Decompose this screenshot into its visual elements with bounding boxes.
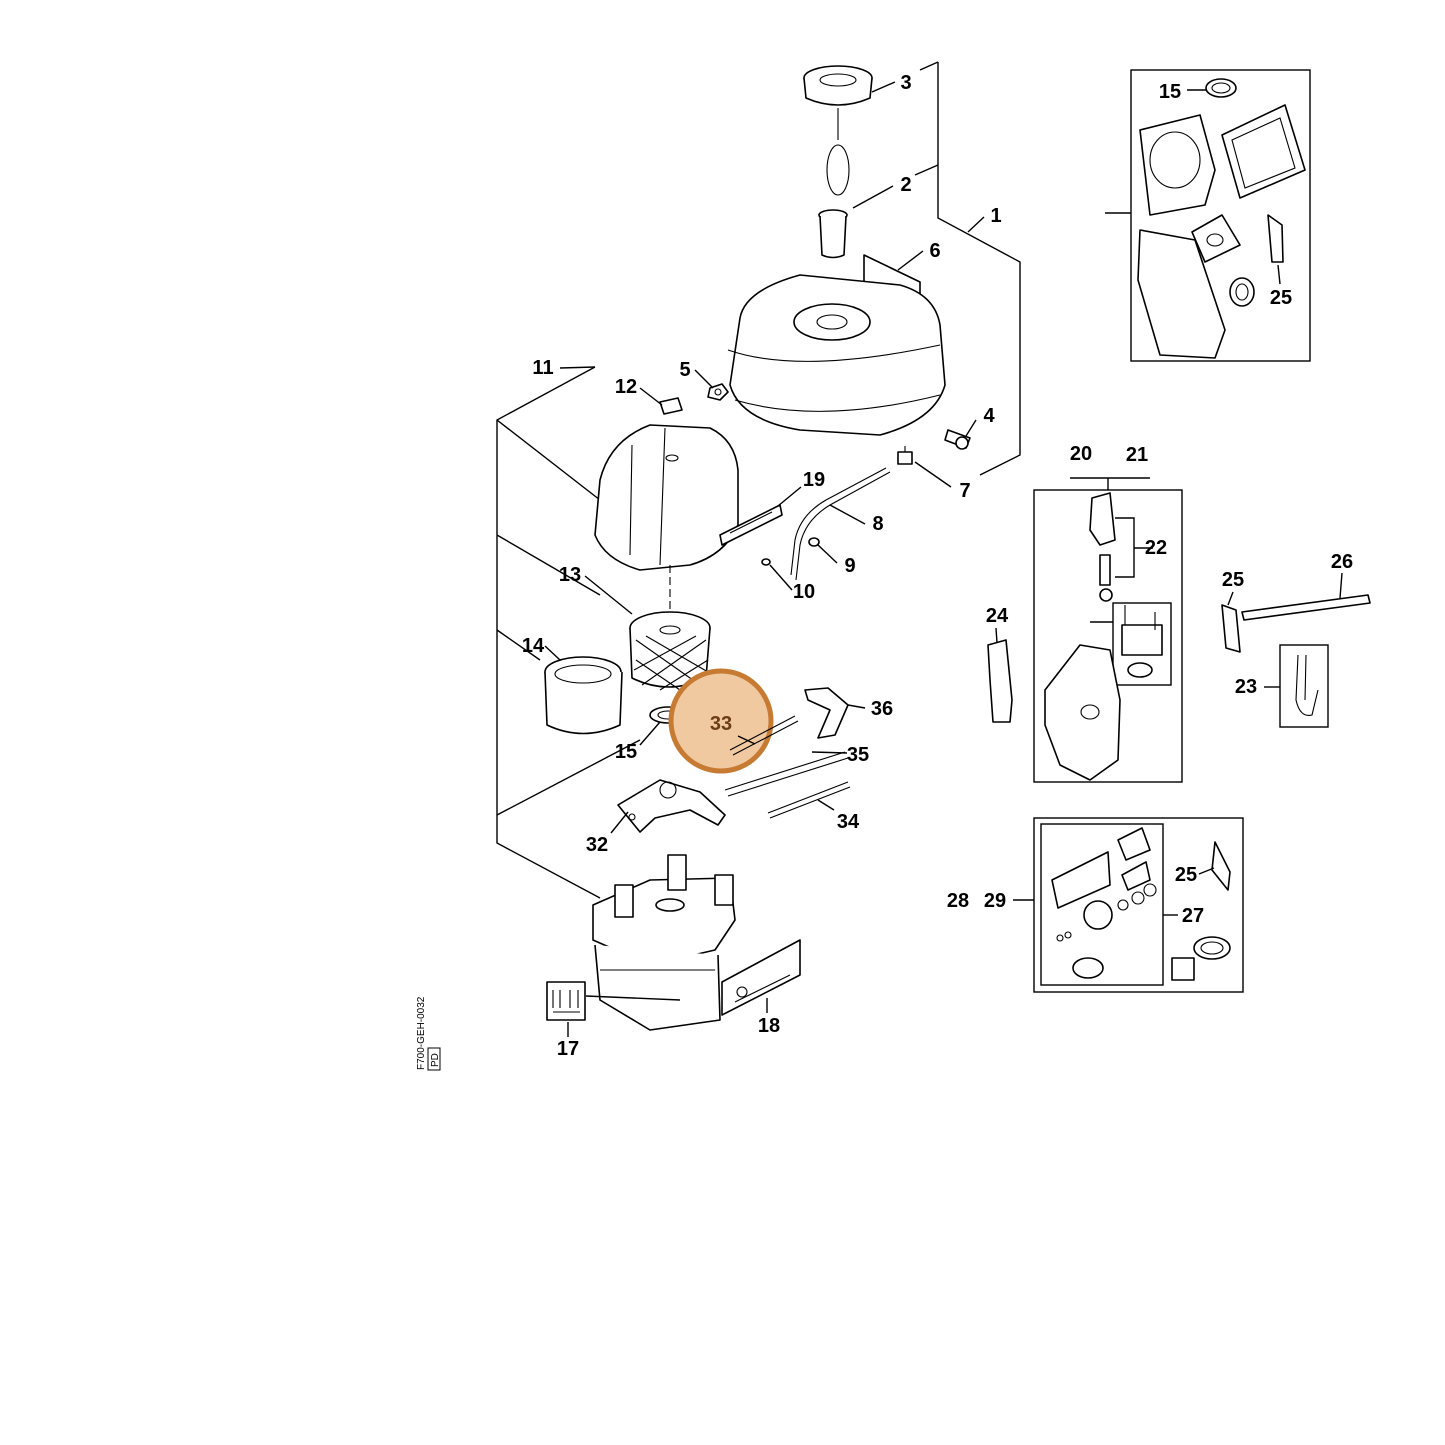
governor-rod[interactable] (767, 781, 851, 819)
fuel-cap[interactable] (803, 65, 873, 196)
air-filter-element[interactable] (629, 611, 711, 691)
callout-31[interactable]: 34 (837, 811, 860, 833)
callout-3[interactable]: 3 (900, 72, 911, 94)
fuel-tank[interactable] (727, 274, 946, 436)
callout-6[interactable]: 6 (929, 240, 940, 262)
callout-9[interactable]: 9 (844, 555, 855, 577)
callout-22[interactable]: 22 (1145, 537, 1167, 559)
callout-27[interactable]: 27 (1182, 905, 1204, 927)
spring-box-23[interactable] (1279, 644, 1329, 728)
callout-32[interactable]: 35 (847, 744, 869, 766)
tank-bolt[interactable] (944, 429, 971, 450)
doc-id-text: F700-GEH-0032 (416, 996, 427, 1070)
callout-19[interactable]: 19 (803, 469, 825, 491)
fuel-valve[interactable] (897, 446, 913, 465)
callout-2[interactable]: 2 (900, 174, 911, 196)
choke-rod-24[interactable] (987, 639, 1013, 723)
callout-7[interactable]: 7 (959, 480, 970, 502)
callout-21[interactable]: 21 (1126, 444, 1148, 466)
choke-lever[interactable] (804, 687, 849, 739)
fuel-tank-frame (914, 61, 1021, 476)
highlight-circle (668, 668, 774, 774)
decal-17[interactable] (546, 981, 586, 1021)
callout-10[interactable]: 10 (793, 581, 815, 603)
callout-34[interactable]: 36 (871, 698, 893, 720)
fuel-line[interactable] (790, 467, 891, 581)
carburetor-box[interactable] (1033, 477, 1183, 783)
throttle-bracket[interactable] (617, 779, 726, 833)
rod-33 (729, 715, 799, 756)
hose-clip-small[interactable] (761, 558, 771, 566)
leader-33 (737, 735, 756, 745)
callout-25-a[interactable]: 25 (1270, 287, 1292, 309)
callout-15-kit[interactable]: 15 (1159, 81, 1181, 103)
cover-gasket[interactable] (719, 504, 783, 546)
callout-20[interactable]: 20 (1070, 443, 1092, 465)
callout-13[interactable]: 13 (559, 564, 581, 586)
insulator-25[interactable] (1221, 604, 1241, 653)
callout-14[interactable]: 14 (522, 635, 545, 657)
callout-8[interactable]: 8 (872, 513, 883, 535)
callout-18[interactable]: 18 (758, 1015, 780, 1037)
callout-12[interactable]: 12 (615, 376, 637, 398)
engine-block[interactable] (592, 854, 736, 1031)
callout-24[interactable]: 24 (986, 605, 1009, 627)
pre-filter[interactable] (544, 656, 623, 735)
highlight-33[interactable]: 33 (668, 668, 799, 774)
spring[interactable] (724, 751, 849, 797)
shaft-26[interactable] (1241, 594, 1371, 621)
callout-29[interactable]: 29 (984, 890, 1006, 912)
repair-kit-box[interactable] (1033, 817, 1244, 993)
callout-26[interactable]: 26 (1331, 551, 1353, 573)
highlight-label: 33 (710, 713, 732, 735)
callout-28[interactable]: 28 (947, 890, 969, 912)
callout-23[interactable]: 23 (1235, 676, 1257, 698)
leader-lines (544, 81, 1343, 1037)
callout-labels: 3 2 1 6 4 5 7 8 9 10 11 12 19 13 14 15 3… (522, 72, 1353, 1060)
air-filter-frame (496, 366, 641, 899)
document-id: F700-GEH-0032 PD (416, 996, 441, 1071)
callout-25-c[interactable]: 25 (1175, 864, 1197, 886)
callout-4[interactable]: 4 (983, 405, 995, 427)
callout-15[interactable]: 15 (615, 741, 637, 763)
air-filter-cover[interactable] (594, 424, 739, 571)
callout-30[interactable]: 32 (586, 834, 608, 856)
callout-5[interactable]: 5 (679, 359, 690, 381)
fuel-strainer[interactable] (818, 209, 848, 259)
decal-18[interactable] (721, 939, 801, 1016)
gasket-set-box[interactable] (1130, 69, 1311, 362)
doc-tag-text: PD (430, 1053, 441, 1067)
hose-clip[interactable] (808, 537, 820, 547)
callout-11[interactable]: 11 (532, 357, 553, 379)
callout-1[interactable]: 1 (990, 205, 1001, 227)
callout-25-b[interactable]: 25 (1222, 569, 1244, 591)
wing-nut[interactable] (659, 397, 683, 415)
callout-17[interactable]: 17 (557, 1038, 579, 1060)
